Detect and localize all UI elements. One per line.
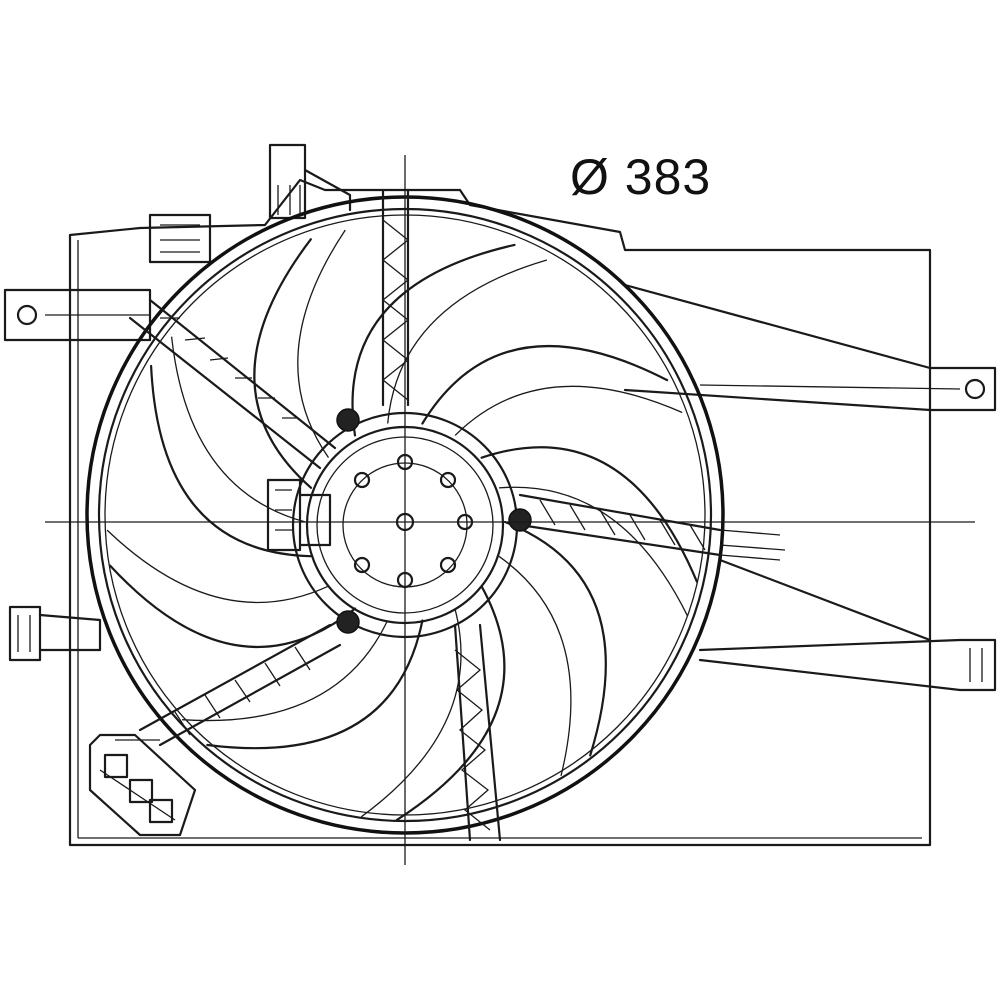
fan-blade	[109, 564, 357, 648]
wire-connector	[88, 733, 197, 837]
top-housing	[148, 143, 352, 264]
fan-blade	[395, 585, 506, 821]
fan-blade	[253, 238, 313, 489]
lower-right-tab	[698, 558, 997, 692]
right-mount-tab	[623, 283, 997, 412]
center-lines	[45, 155, 975, 865]
shroud-frame	[68, 178, 932, 847]
fan-blade-edge	[360, 608, 462, 818]
left-mount-tab	[3, 288, 152, 342]
fan-blade	[503, 520, 607, 757]
motor-hub	[266, 408, 532, 639]
fan-blade	[150, 364, 313, 558]
fan-blade-edge	[498, 555, 572, 777]
fan-blade-edge	[387, 259, 548, 424]
fan-blade-edge	[181, 620, 389, 722]
fan-blade	[480, 446, 698, 583]
fan-blade-edge	[170, 336, 306, 523]
fan-blade	[421, 344, 669, 425]
fan-blade-edge	[454, 385, 683, 436]
diameter-dimension-label: Ø 383	[570, 149, 712, 205]
fan-blade-edge	[498, 486, 689, 617]
fan-blade	[206, 619, 424, 750]
lower-left-tab	[8, 605, 102, 662]
fan-blade-edge	[106, 529, 329, 604]
support-struts	[128, 188, 786, 842]
